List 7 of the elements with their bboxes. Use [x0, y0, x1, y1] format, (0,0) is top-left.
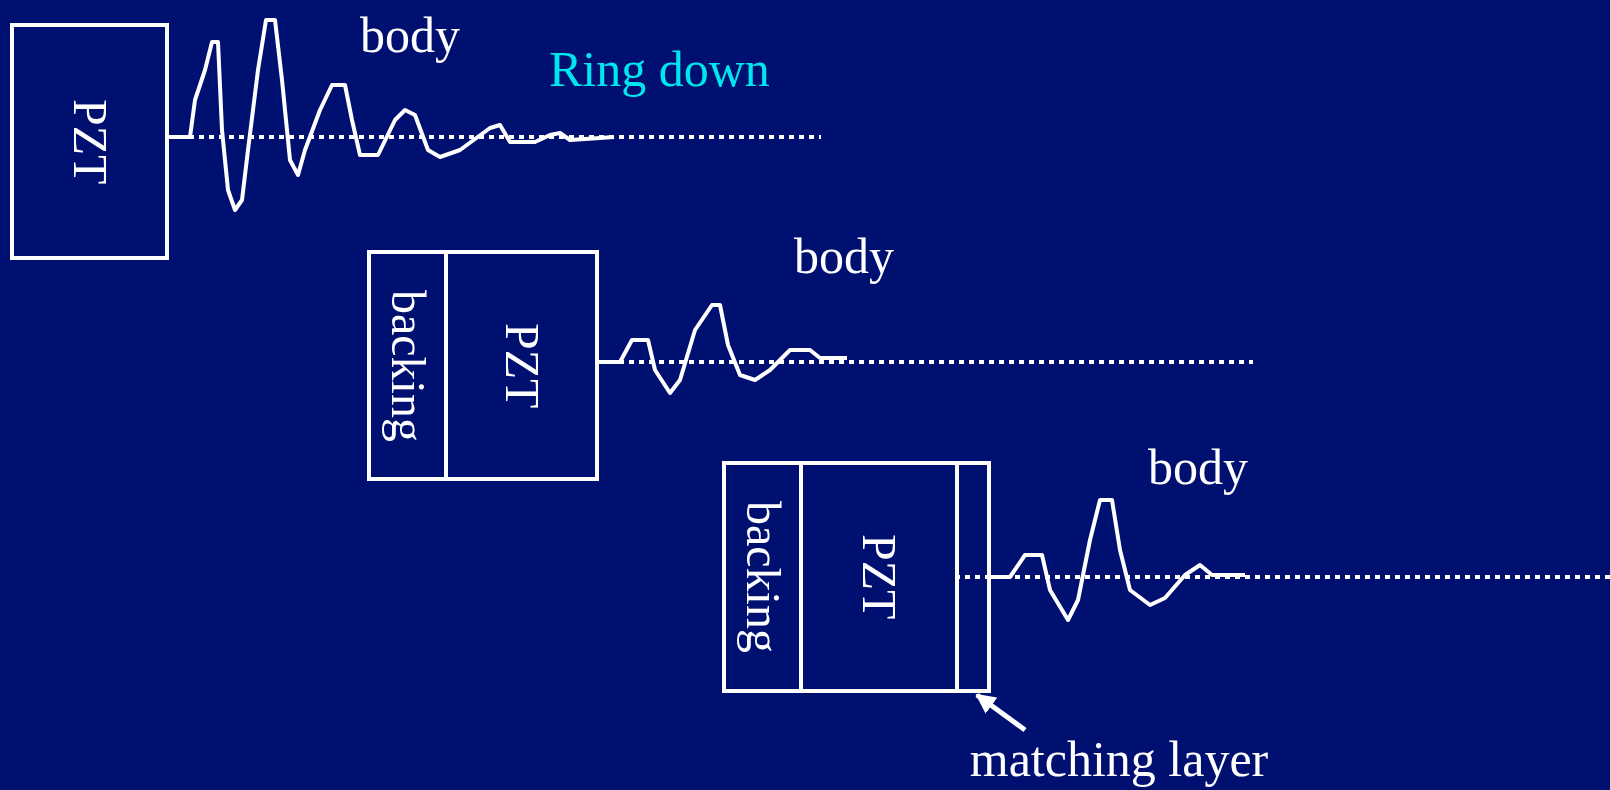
wave-label: body: [1148, 440, 1248, 495]
ring-down-label: Ring down: [549, 42, 770, 97]
pzt-element: PZT: [10, 23, 169, 260]
leader-line: [975, 692, 1027, 733]
wave-label: body: [360, 8, 460, 63]
wave-label: body: [794, 229, 894, 284]
part-label: matching layer: [929, 730, 1309, 788]
